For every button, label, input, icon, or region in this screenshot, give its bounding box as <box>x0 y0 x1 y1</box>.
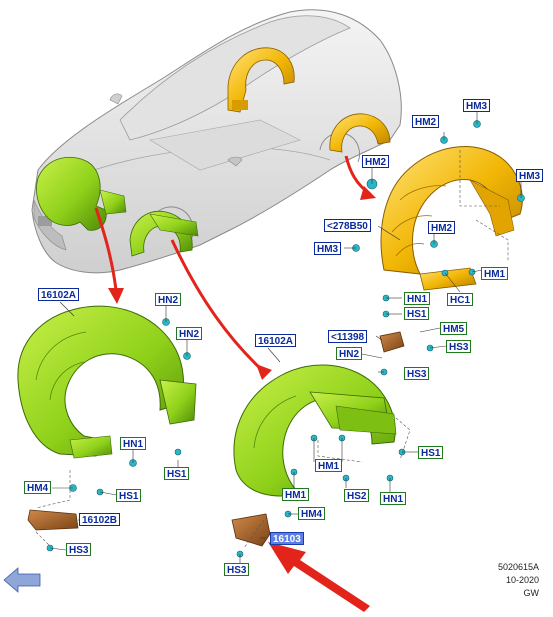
callout-16102b[interactable]: 16102B <box>79 513 121 526</box>
liner-front-right-installed <box>129 210 199 257</box>
callout-hm4-left[interactable]: HM4 <box>24 481 52 494</box>
stamp-initials: GW <box>523 588 540 598</box>
callout-hs1-left-a[interactable]: HS1 <box>164 467 190 480</box>
callout-ref-11398[interactable]: <11398 <box>328 330 368 343</box>
callout-hn2-rear[interactable]: HN2 <box>336 347 363 360</box>
callout-hs3-left[interactable]: HS3 <box>66 543 92 556</box>
pointer-arrow-icon <box>268 542 370 612</box>
callout-hn2-left-a[interactable]: HN2 <box>155 293 182 306</box>
callout-hs2-center[interactable]: HS2 <box>344 489 370 502</box>
callout-hm3-top[interactable]: HM3 <box>463 99 491 112</box>
leader-lines <box>49 110 522 564</box>
liner-rear-installed-top <box>227 47 295 113</box>
callout-16102a-center[interactable]: 16102A <box>255 334 297 347</box>
stamp-code: 5020615A <box>497 562 539 572</box>
dashed-lines <box>35 150 509 549</box>
callout-16103[interactable]: 16103 <box>270 532 304 545</box>
callout-hm5[interactable]: HM5 <box>440 322 468 335</box>
callout-hs3-rear[interactable]: HS3 <box>446 340 472 353</box>
callout-hm2-lower[interactable]: HM2 <box>428 221 456 234</box>
stamp-date: 10-2020 <box>505 575 539 585</box>
bracket-16102b <box>27 509 79 531</box>
liner-rear-exploded <box>380 146 523 291</box>
callout-hm1-center-b[interactable]: HM1 <box>282 488 310 501</box>
callout-hm4-center[interactable]: HM4 <box>298 507 326 520</box>
arrow-heads <box>108 186 376 380</box>
callout-hs1-rear[interactable]: HS1 <box>404 307 430 320</box>
callout-hn1-rear[interactable]: HN1 <box>404 292 431 305</box>
callout-hn1-center[interactable]: HN1 <box>380 492 407 505</box>
liner-front-right-exploded <box>233 364 397 497</box>
callout-16102a-left[interactable]: 16102A <box>38 288 80 301</box>
callout-hm3-left[interactable]: HM3 <box>314 242 342 255</box>
callout-hn2-left-b[interactable]: HN2 <box>176 327 203 340</box>
arrow-left-down-icon <box>3 567 41 593</box>
callout-hm2-top[interactable]: HM2 <box>412 115 440 128</box>
callout-hm1-center[interactable]: HM1 <box>315 459 343 472</box>
callout-hn1-left[interactable]: HN1 <box>120 437 147 450</box>
callout-ref-278b50[interactable]: <278B50 <box>324 219 371 232</box>
callout-hm3-right[interactable]: HM3 <box>516 169 544 182</box>
bracket-11398 <box>379 331 405 353</box>
callout-hs1-center[interactable]: HS1 <box>418 446 444 459</box>
callout-hc1[interactable]: HC1 <box>447 293 474 306</box>
liner-rear-installed-right <box>329 113 391 153</box>
callout-hm2-mid[interactable]: HM2 <box>362 155 390 168</box>
callout-hs1-left-b[interactable]: HS1 <box>116 489 142 502</box>
liner-front-left-exploded <box>17 305 197 459</box>
vehicle-body <box>31 9 402 274</box>
callout-hs3-center[interactable]: HS3 <box>224 563 250 576</box>
callout-hs3-rear-2[interactable]: HS3 <box>404 367 430 380</box>
callout-hm1-right[interactable]: HM1 <box>481 267 509 280</box>
bracket-16103 <box>231 513 271 547</box>
